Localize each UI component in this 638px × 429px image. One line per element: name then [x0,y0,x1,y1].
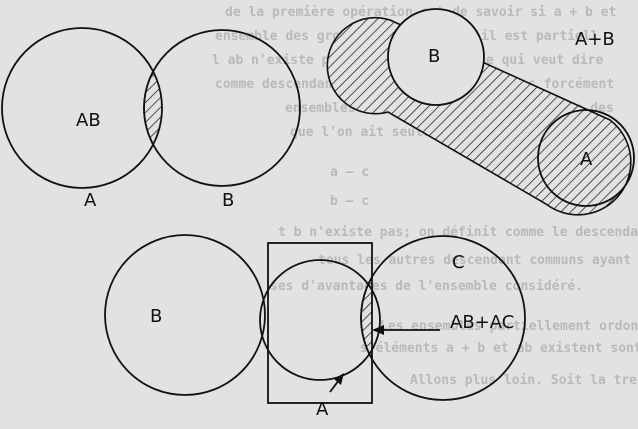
bg-line-7: a — c [330,165,369,180]
product-circle-right [143,29,301,187]
distributive-center-pointer-head [334,373,344,385]
diagram-product: AB A B [1,27,301,211]
distributive-circle-center [259,259,381,381]
bg-line-10: tous les autres descendant communs ayant… [318,253,638,268]
product-circle-left-label: A [84,190,97,211]
bg-line-11: ses d'avantages de l'ensemble considéré. [270,279,583,294]
distributive-center-rect [267,242,373,404]
product-circle-left [1,27,163,189]
bg-line-14: Allons plus loin. Soit la treillis. L'ég… [410,373,638,388]
sum-end-top-label: B [428,46,440,67]
sum-title: A+B [575,29,615,50]
sum-end-bottom-label: A [580,149,593,170]
bg-line-13: s éléments a + b et ab existent sont app… [360,341,638,356]
diagram-sum: A+B B A [326,8,635,216]
sum-end-circle-top [387,8,485,106]
product-circle-right-label: B [222,190,234,211]
bg-line-12: Les ensembles partiellement ordonnés tel… [380,319,638,334]
distributive-result-label: AB+AC [450,312,514,333]
bg-line-8: b — c [330,194,369,209]
diagram-distributive: B C AB+AC A [104,234,526,420]
distributive-pointer-arrowhead [372,325,384,335]
distributive-left-label: B [150,306,162,327]
sum-end-circle-bottom [537,109,635,207]
product-region-label: AB [76,110,101,131]
bg-line-9: t b n'existe pas; on définit comme le de… [278,225,638,240]
distributive-right-label: C [452,252,465,273]
distributive-circle-left [104,234,266,396]
distributive-center-label: A [316,399,329,420]
distributive-circle-right [360,235,526,401]
